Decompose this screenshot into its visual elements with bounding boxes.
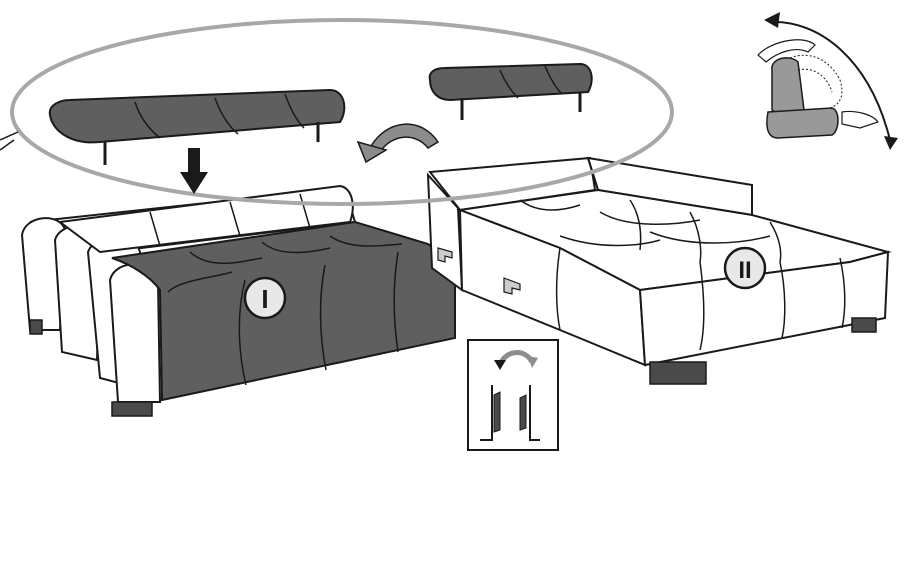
detail-inset <box>468 340 558 450</box>
rotate-arrow-icon <box>358 124 438 162</box>
part-label-two: II <box>725 248 765 288</box>
part-label-two-text: II <box>738 257 751 284</box>
part-label-one: I <box>245 278 285 318</box>
part-label-one-text: I <box>261 284 268 314</box>
recliner-illustration <box>758 12 898 150</box>
backrest-small <box>430 64 592 120</box>
sofa-module-one <box>22 186 455 416</box>
left-edge-fragment <box>0 132 18 150</box>
arrow-down-icon <box>180 148 208 194</box>
